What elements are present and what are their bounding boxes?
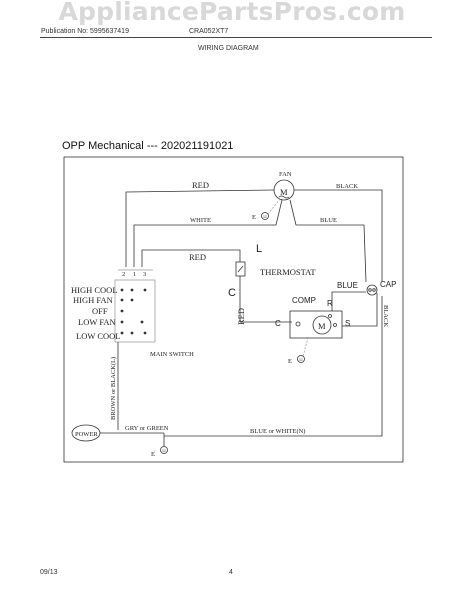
wire-white	[133, 199, 283, 267]
model-number: CRA052XT7	[189, 28, 229, 35]
switch-label-low-fan: LOW FAN	[78, 317, 116, 327]
thermostat-C-label: C	[228, 287, 236, 299]
wire-label-red-side: RED	[236, 308, 246, 325]
compressor-box	[289, 310, 343, 339]
switch-label-high-fan: HIGH FAN	[73, 295, 113, 305]
power-ground-label: E	[151, 451, 155, 458]
comp-R-label: R	[327, 299, 333, 308]
thermostat-icon	[235, 261, 246, 277]
capacitor-icon	[366, 284, 378, 296]
power-label: POWER	[75, 431, 98, 438]
fan-motor-symbol: M	[280, 187, 288, 197]
fan-label: FAN	[279, 171, 292, 178]
comp-C-label: C	[275, 319, 281, 328]
comp-ground-label: E	[288, 358, 292, 365]
wire-red-side	[239, 298, 292, 323]
comp-ground-icon	[297, 355, 305, 363]
cap-label: CAP	[380, 280, 396, 289]
compressor-motor-icon	[312, 315, 332, 335]
wire-label-blue-cap: BLUE	[337, 281, 358, 290]
switch-contacts	[120, 288, 147, 335]
fan-ground-label: E	[252, 214, 256, 221]
diagram-title: OPP Mechanical --- 202021191021	[62, 140, 234, 152]
switch-label-high-cool: HIGH COOL	[71, 285, 118, 295]
main-switch-block	[114, 279, 156, 343]
footer-page: 4	[229, 569, 233, 576]
wire-label-blue-white: BLUE or WHITE(N)	[250, 428, 305, 435]
wire-red-top	[125, 189, 275, 267]
wire-label-brown: BROWN or BLACK(L)	[110, 357, 117, 420]
header-rule	[40, 37, 432, 38]
wire-blue	[289, 199, 367, 283]
wire-black-side	[164, 296, 383, 437]
comp-S-label: S	[345, 319, 350, 328]
wire-red-mid	[141, 249, 241, 267]
terminal-3-label: 3	[143, 271, 146, 278]
diagram-frame	[63, 156, 404, 463]
comp-motor-symbol: M	[318, 321, 326, 331]
wire-label-black-side: BLACK	[382, 305, 389, 327]
switch-label-low-cool: LOW COOL	[76, 331, 120, 341]
wire-label-gray: GRY or GREEN	[125, 425, 169, 432]
comp-label: COMP	[292, 296, 316, 305]
thermostat-L-label: L	[256, 243, 262, 255]
wire-label-red-top: RED	[192, 180, 209, 190]
publication-number: Publication No: 5995637419	[41, 28, 129, 35]
section-title: WIRING DIAGRAM	[198, 45, 259, 52]
terminal-1-label: 1	[133, 271, 136, 278]
watermark-text: AppliancePartsPros.com	[58, 0, 406, 26]
thermostat-label: THERMOSTAT	[260, 267, 316, 277]
footer-date: 09/13	[40, 569, 58, 576]
main-switch-label: MAIN SWITCH	[150, 351, 194, 358]
wire-label-black-top: BLACK	[336, 183, 358, 190]
wire-label-blue: BLUE	[320, 217, 337, 224]
wire-black-top	[294, 189, 383, 282]
wire-cap-to-S	[342, 293, 378, 327]
wire-label-red-mid: RED	[189, 252, 206, 262]
wire-blue-cap	[331, 291, 366, 311]
fan-ground-icon	[261, 212, 269, 220]
power-ground-icon	[160, 446, 168, 454]
switch-label-off: OFF	[92, 306, 108, 316]
terminal-2-label: 2	[122, 271, 125, 278]
wire-label-white: WHITE	[190, 217, 211, 224]
